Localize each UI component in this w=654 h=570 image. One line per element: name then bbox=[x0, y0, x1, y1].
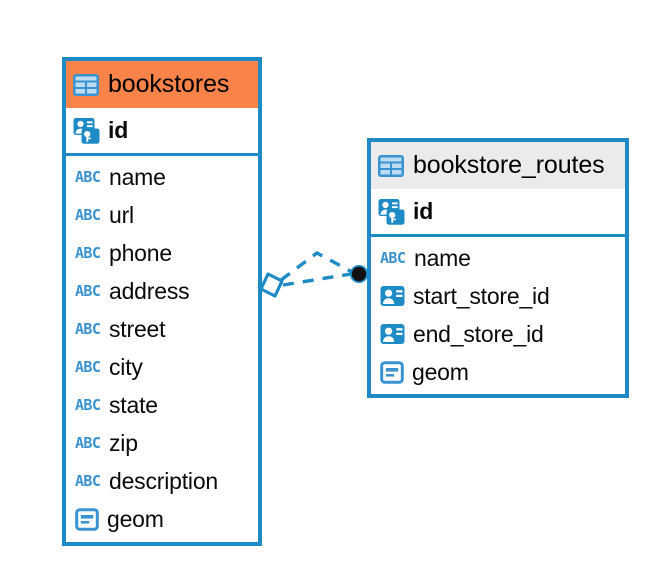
field-row[interactable]: ABC name bbox=[66, 158, 258, 196]
field-label-id: id bbox=[108, 117, 129, 143]
foreign-key-icon bbox=[380, 323, 405, 345]
geometry-icon bbox=[75, 507, 99, 531]
svg-text:ABC: ABC bbox=[75, 207, 100, 223]
field-row[interactable]: end_store_id bbox=[371, 315, 625, 353]
field-row[interactable]: ABC state bbox=[66, 386, 258, 424]
field-label-end-store-id: end_store_id bbox=[413, 320, 544, 347]
field-row[interactable]: ABC url bbox=[66, 196, 258, 234]
field-row[interactable]: geom bbox=[371, 353, 625, 391]
field-row[interactable]: ABC phone bbox=[66, 234, 258, 272]
abc-text-icon: ABC bbox=[75, 473, 101, 489]
relationship-edge-straight bbox=[282, 272, 352, 287]
primary-key-icon bbox=[378, 198, 405, 225]
abc-text-icon: ABC bbox=[75, 245, 101, 261]
filled-circle-marker-ring bbox=[350, 265, 368, 283]
field-label-geom: geom bbox=[107, 505, 164, 532]
relationship-edge-arc bbox=[279, 250, 353, 282]
abc-text-icon: ABC bbox=[75, 435, 101, 451]
svg-text:ABC: ABC bbox=[75, 245, 100, 261]
field-label-geom: geom bbox=[412, 358, 469, 385]
abc-text-icon: ABC bbox=[75, 359, 101, 375]
entity-title-bookstore-routes: bookstore_routes bbox=[413, 151, 605, 179]
field-row[interactable]: ABC street bbox=[66, 310, 258, 348]
svg-text:ABC: ABC bbox=[75, 435, 100, 451]
field-row-primary-key[interactable]: id bbox=[371, 189, 625, 237]
geometry-icon bbox=[380, 360, 404, 384]
svg-text:ABC: ABC bbox=[75, 169, 100, 185]
field-label-url: url bbox=[109, 201, 134, 228]
field-label-street: street bbox=[109, 315, 166, 342]
field-label-name: name bbox=[109, 163, 166, 190]
svg-text:ABC: ABC bbox=[75, 473, 100, 489]
field-row-primary-key[interactable]: id bbox=[66, 108, 258, 156]
field-label-state: state bbox=[109, 391, 158, 418]
entity-header-bookstore-routes[interactable]: bookstore_routes bbox=[371, 142, 625, 189]
field-label-name: name bbox=[414, 244, 471, 271]
diamond-marker bbox=[259, 272, 284, 298]
field-label-zip: zip bbox=[109, 429, 138, 456]
filled-circle-marker bbox=[351, 266, 367, 282]
field-label-id: id bbox=[413, 198, 434, 224]
table-icon bbox=[378, 154, 404, 177]
table-icon bbox=[73, 73, 99, 96]
field-label-start-store-id: start_store_id bbox=[413, 282, 550, 309]
abc-text-icon: ABC bbox=[75, 283, 101, 299]
field-row[interactable]: ABC zip bbox=[66, 424, 258, 462]
field-row[interactable]: start_store_id bbox=[371, 277, 625, 315]
field-row[interactable]: ABC city bbox=[66, 348, 258, 386]
field-row[interactable]: ABC name bbox=[371, 239, 625, 277]
svg-text:ABC: ABC bbox=[75, 397, 100, 413]
field-label-address: address bbox=[109, 277, 190, 304]
entity-header-bookstores[interactable]: bookstores bbox=[66, 61, 258, 108]
field-label-phone: phone bbox=[109, 239, 172, 266]
abc-text-icon: ABC bbox=[380, 250, 406, 266]
abc-text-icon: ABC bbox=[75, 169, 101, 185]
field-row[interactable]: ABC address bbox=[66, 272, 258, 310]
abc-text-icon: ABC bbox=[75, 207, 101, 223]
abc-text-icon: ABC bbox=[75, 321, 101, 337]
entity-title-bookstores: bookstores bbox=[108, 70, 230, 98]
field-label-city: city bbox=[109, 353, 143, 380]
foreign-key-icon bbox=[380, 285, 405, 307]
field-row[interactable]: geom bbox=[66, 500, 258, 538]
primary-key-icon bbox=[73, 117, 100, 144]
svg-text:ABC: ABC bbox=[75, 359, 100, 375]
field-row[interactable]: ABC description bbox=[66, 462, 258, 500]
svg-text:ABC: ABC bbox=[75, 321, 100, 337]
svg-text:ABC: ABC bbox=[380, 250, 405, 266]
field-label-description: description bbox=[109, 467, 219, 494]
svg-text:ABC: ABC bbox=[75, 283, 100, 299]
abc-text-icon: ABC bbox=[75, 397, 101, 413]
